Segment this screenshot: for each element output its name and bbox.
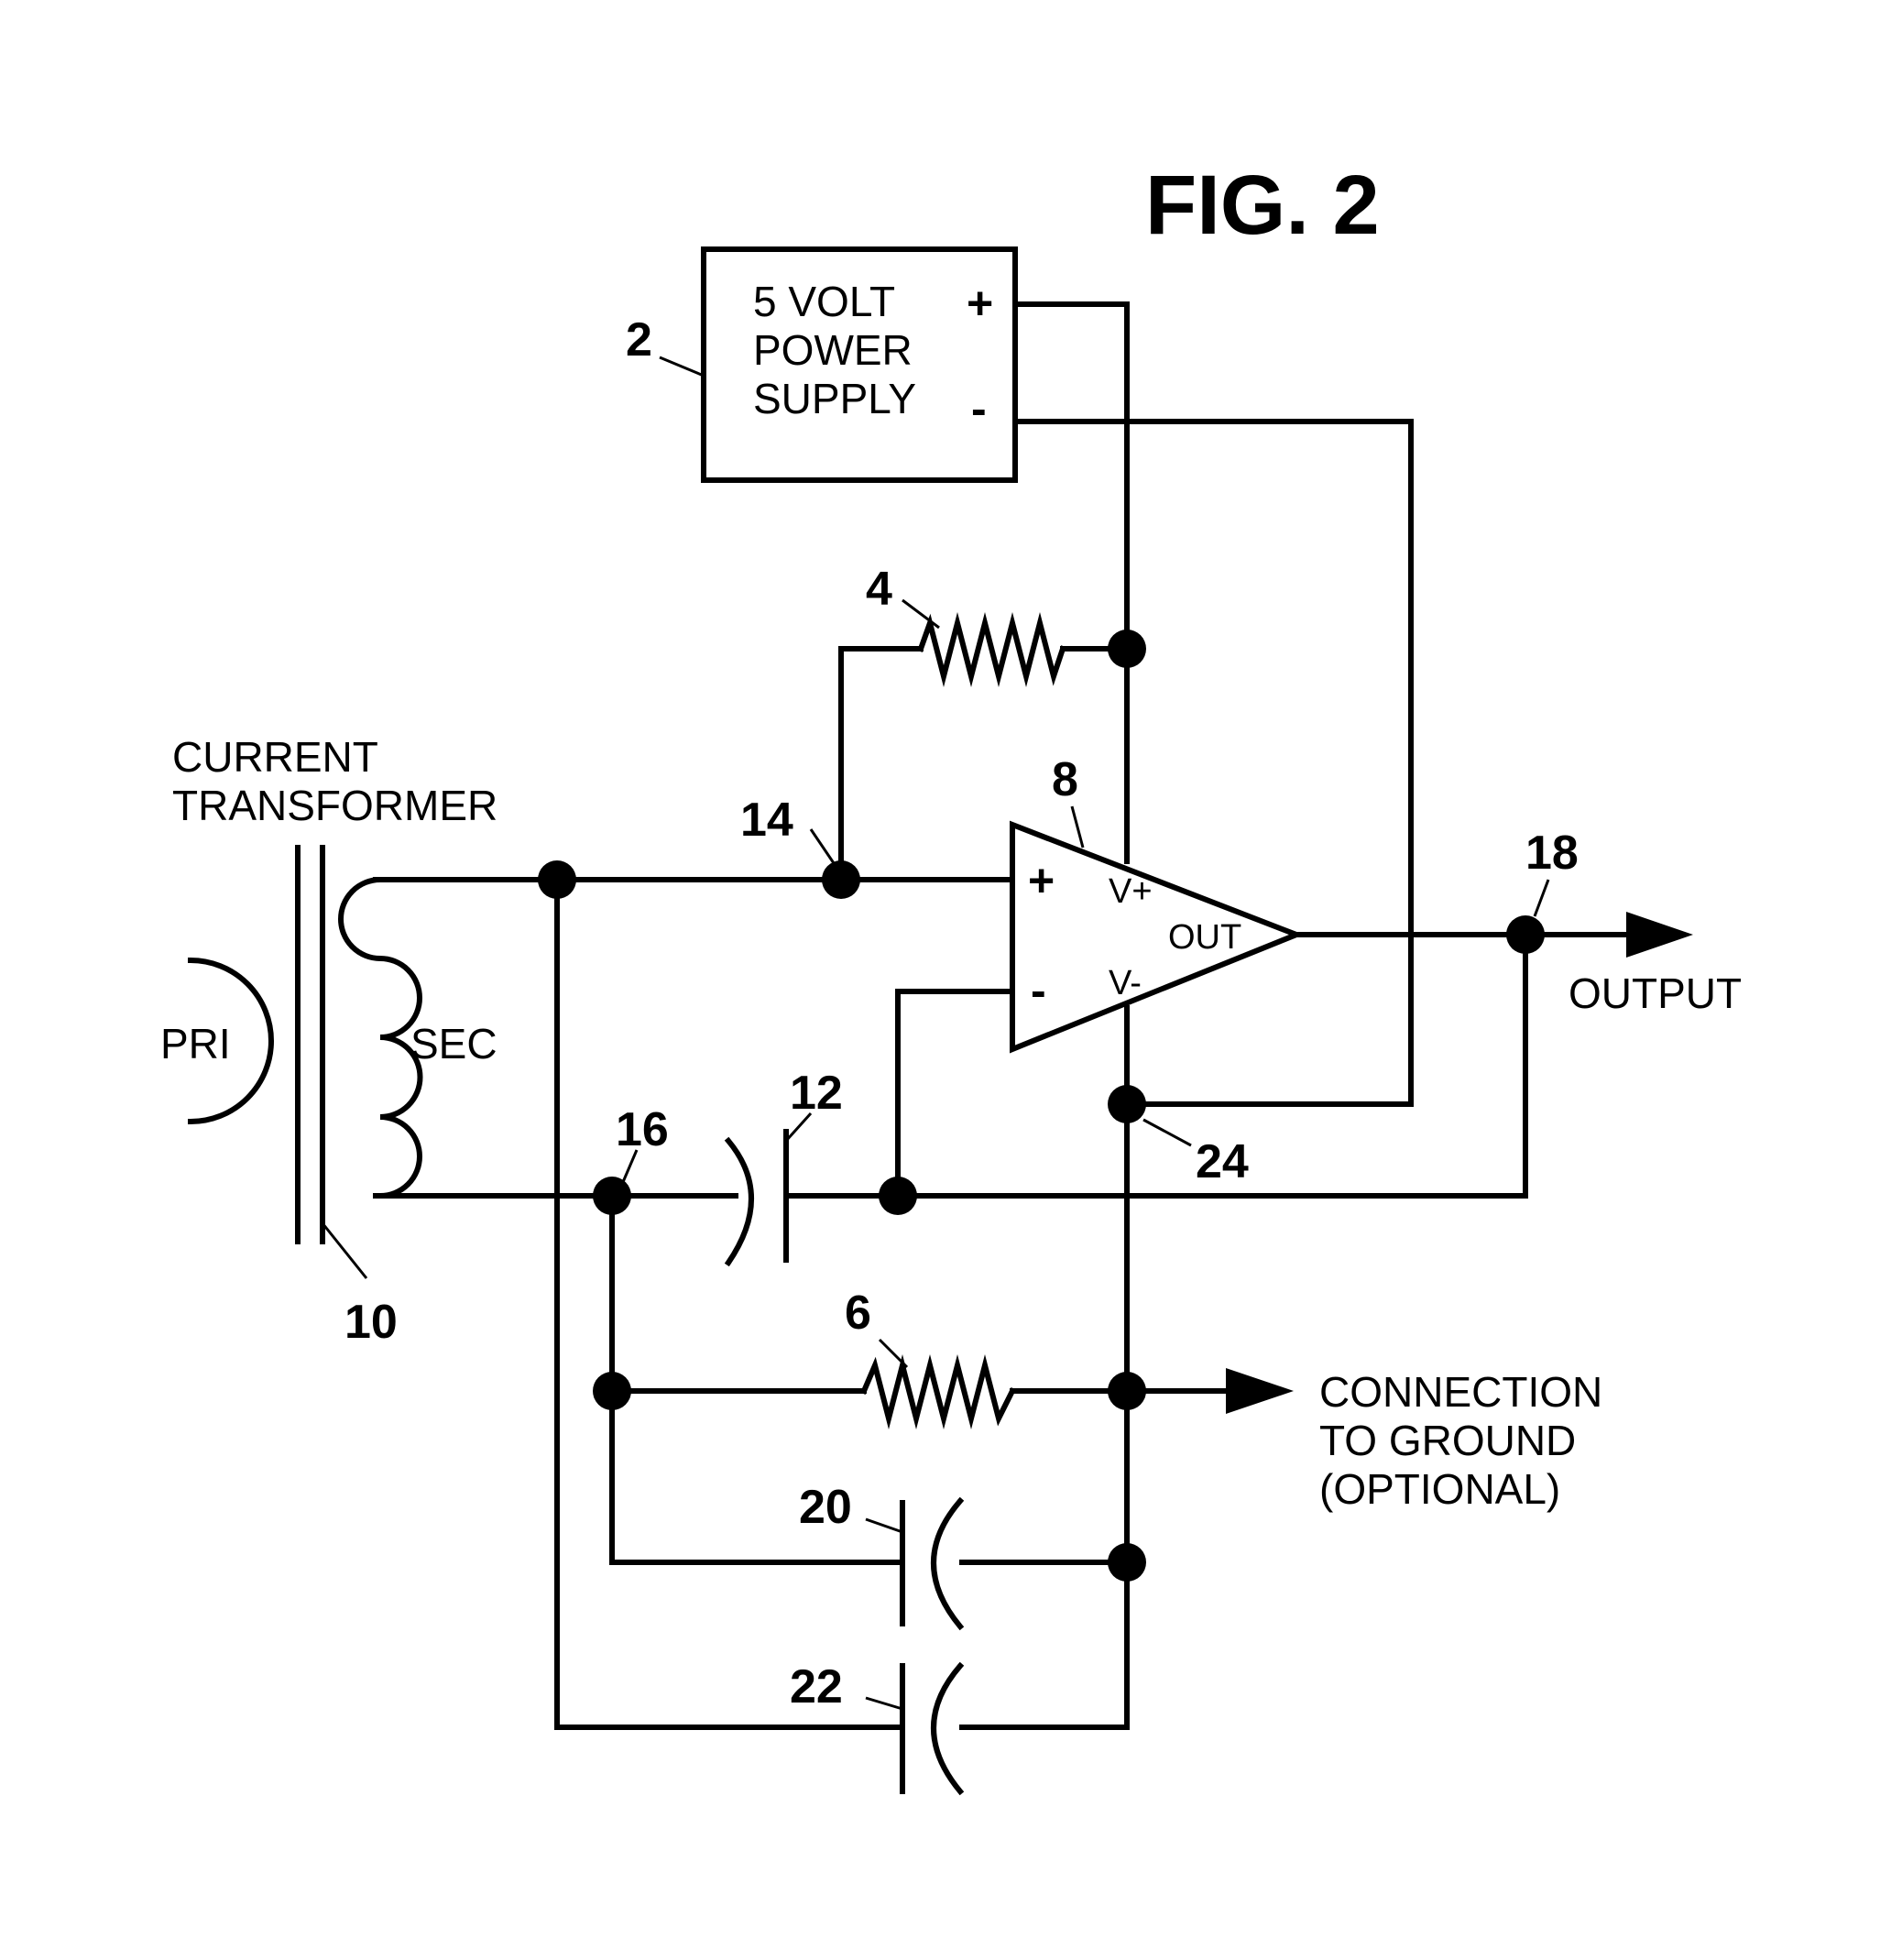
junction-node-18: [1506, 915, 1545, 954]
capacitor-20-ref: 20: [799, 1481, 852, 1534]
wire-r4-left: [838, 646, 924, 882]
node-14-ref: 14: [740, 794, 793, 847]
transformer-line-1: CURRENT: [172, 733, 378, 781]
output-terminal: OUTPUT: [1569, 912, 1742, 1017]
capacitor-12-leader: [784, 1111, 813, 1143]
wire-inverting-input: [895, 989, 1015, 1199]
transformer-leader: [321, 1222, 368, 1279]
resistor-4-leader: [902, 598, 940, 630]
junction-node-16: [593, 1177, 631, 1215]
wiring: [373, 301, 1647, 1730]
opamp-triangle: [1010, 820, 1305, 1054]
power-supply-line-3: SUPPLY: [753, 375, 916, 422]
opamp: + - V+ V- OUT 8: [1010, 753, 1305, 1054]
junction-r4-vplus: [1108, 630, 1146, 668]
transformer-primary-label: PRI: [160, 1020, 231, 1068]
node-18-ref: 18: [1525, 827, 1579, 880]
wire-left-bypass: [554, 877, 901, 1730]
ground-arrow-icon: [1226, 1368, 1294, 1414]
junction-inverting: [879, 1177, 917, 1215]
resistor-4-ref: 4: [866, 563, 892, 616]
opamp-inverting-sign: -: [1031, 965, 1046, 1016]
wire-vminus-return: [1012, 419, 1414, 1107]
capacitor-20-curved-plate: [931, 1496, 965, 1631]
junction-r6-left: [593, 1372, 631, 1410]
transformer-secondary-winding: [338, 876, 423, 1199]
opamp-out-label: OUT: [1168, 918, 1241, 957]
opamp-leader: [1070, 805, 1085, 849]
resistor-6: 6: [845, 1287, 1017, 1429]
node-16-ref: 16: [616, 1103, 669, 1156]
capacitor-12: 12: [724, 1067, 843, 1267]
power-supply-line-1: 5 VOLT: [753, 278, 895, 325]
capacitor-22-leader: [865, 1696, 903, 1711]
current-transformer: CURRENT TRANSFORMER PRI SEC 10: [160, 733, 497, 1349]
junction-ground: [1108, 1372, 1146, 1410]
ground-connection: CONNECTION TO GROUND (OPTIONAL): [1226, 1368, 1602, 1513]
wire-feedback-output: [783, 932, 1528, 1199]
ground-label-line-1: CONNECTION: [1319, 1368, 1602, 1416]
power-supply-minus-terminal: -: [971, 383, 987, 434]
power-supply-leader: [659, 356, 705, 378]
capacitor-20-leader: [865, 1517, 903, 1534]
opamp-noninverting-sign: +: [1028, 855, 1055, 906]
power-supply-ref: 2: [626, 313, 652, 367]
figure-title: FIG. 2: [1145, 159, 1380, 252]
capacitor-22: 22: [790, 1660, 965, 1796]
power-supply-box: [701, 246, 1018, 483]
node-24-ref: 24: [1196, 1135, 1249, 1188]
resistor-6-zigzag: [860, 1354, 1017, 1429]
power-supply-line-2: POWER: [753, 326, 913, 374]
node-24-leader: [1142, 1118, 1192, 1147]
node-14-leader: [809, 828, 836, 864]
node-references: 14 16 18 24: [616, 794, 1579, 1188]
power-supply: 5 VOLT POWER SUPPLY + - 2: [626, 246, 1018, 483]
wire-vplus-rail: [1012, 301, 1130, 864]
output-arrow-icon: [1626, 912, 1693, 958]
resistor-4-zigzag: [917, 612, 1066, 687]
capacitor-20: 20: [799, 1481, 965, 1631]
capacitor-12-curved-plate: [724, 1136, 754, 1267]
resistor-4: 4: [866, 563, 1066, 687]
opamp-ref: 8: [1052, 753, 1078, 806]
junction-nodes: [538, 630, 1545, 1582]
junction-node-24: [1108, 1085, 1146, 1123]
ground-label-line-3: (OPTIONAL): [1319, 1465, 1560, 1513]
junction-secondary-top: [538, 860, 576, 899]
power-supply-plus-terminal: +: [967, 278, 993, 329]
node-18-leader: [1533, 879, 1550, 917]
capacitor-12-ref: 12: [790, 1067, 843, 1120]
transformer-primary-winding: [187, 957, 274, 1125]
opamp-vplus-label: V+: [1109, 872, 1153, 911]
junction-c20-right: [1108, 1543, 1146, 1582]
resistor-6-ref: 6: [845, 1287, 871, 1340]
resistor-6-leader: [878, 1338, 909, 1369]
wire-node16-down: [609, 1193, 901, 1565]
output-label: OUTPUT: [1569, 969, 1742, 1017]
junction-node-14: [822, 860, 860, 899]
opamp-vminus-label: V-: [1109, 964, 1142, 1002]
transformer-secondary-label: SEC: [410, 1020, 497, 1068]
transformer-line-2: TRANSFORMER: [172, 782, 497, 829]
node-16-leader: [621, 1149, 639, 1183]
capacitor-22-ref: 22: [790, 1660, 843, 1714]
capacitor-22-curved-plate: [931, 1661, 965, 1796]
ground-label-line-2: TO GROUND: [1319, 1417, 1576, 1464]
transformer-ref: 10: [344, 1296, 398, 1349]
